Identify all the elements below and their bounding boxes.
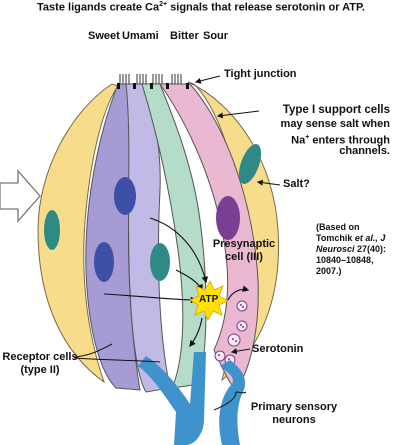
label-presynaptic-line1: Presynaptic [212, 238, 276, 250]
stimulus-arrow-icon [0, 169, 41, 223]
label-primary-line2: neurons [272, 414, 316, 426]
sensory-neuron-right [219, 360, 246, 445]
tight-junctions [117, 83, 189, 89]
support-cell-left [37, 83, 119, 384]
label-type1-line2: Na+ enters through [291, 134, 390, 147]
atp-burst-icon [189, 280, 229, 321]
nucleus-receptor-1 [114, 177, 136, 215]
presynaptic-cell [159, 83, 259, 391]
nucleus-support-left [44, 210, 60, 250]
leader-lines [73, 75, 281, 411]
label-type1-title: Type I support cells [282, 104, 390, 116]
nucleus-receptor-green [150, 243, 170, 281]
label-receptor-line2: (type II) [20, 364, 60, 376]
citation-line3: Neurosci 27(40): [316, 244, 387, 254]
label-atp: ATP [199, 294, 219, 305]
microvilli [119, 74, 182, 84]
label-type1-line3: channels. [339, 145, 390, 157]
label-tight-junction: Tight junction [224, 68, 297, 80]
label-salt: Salt? [283, 178, 310, 190]
citation-line5: 2007.) [316, 266, 342, 276]
citation-line2: Tomchik et al., J [316, 233, 386, 243]
nucleus-presynaptic [216, 196, 240, 240]
figure-title: Taste ligands create Ca2+ signals that r… [37, 1, 365, 14]
label-type1-line1: may sense salt when [280, 118, 390, 130]
label-umami: Umami [122, 30, 159, 42]
citation-line1: (Based on [316, 222, 360, 232]
label-sour: Sour [203, 30, 229, 42]
label-primary-line1: Primary sensory [250, 401, 338, 413]
nucleus-receptor-2 [94, 242, 114, 282]
label-serotonin: Serotonin [252, 343, 304, 355]
receptor-cell-bitter [141, 83, 207, 389]
label-sweet: Sweet [88, 30, 120, 42]
label-presynaptic-line2: cell (III) [225, 251, 263, 263]
sensory-neuron-left [138, 352, 206, 445]
label-bitter: Bitter [170, 30, 199, 42]
nucleus-support-right [238, 144, 262, 184]
label-receptor-line1: Receptor cells [2, 351, 78, 363]
citation-line4: 10840–10848, [316, 255, 374, 265]
